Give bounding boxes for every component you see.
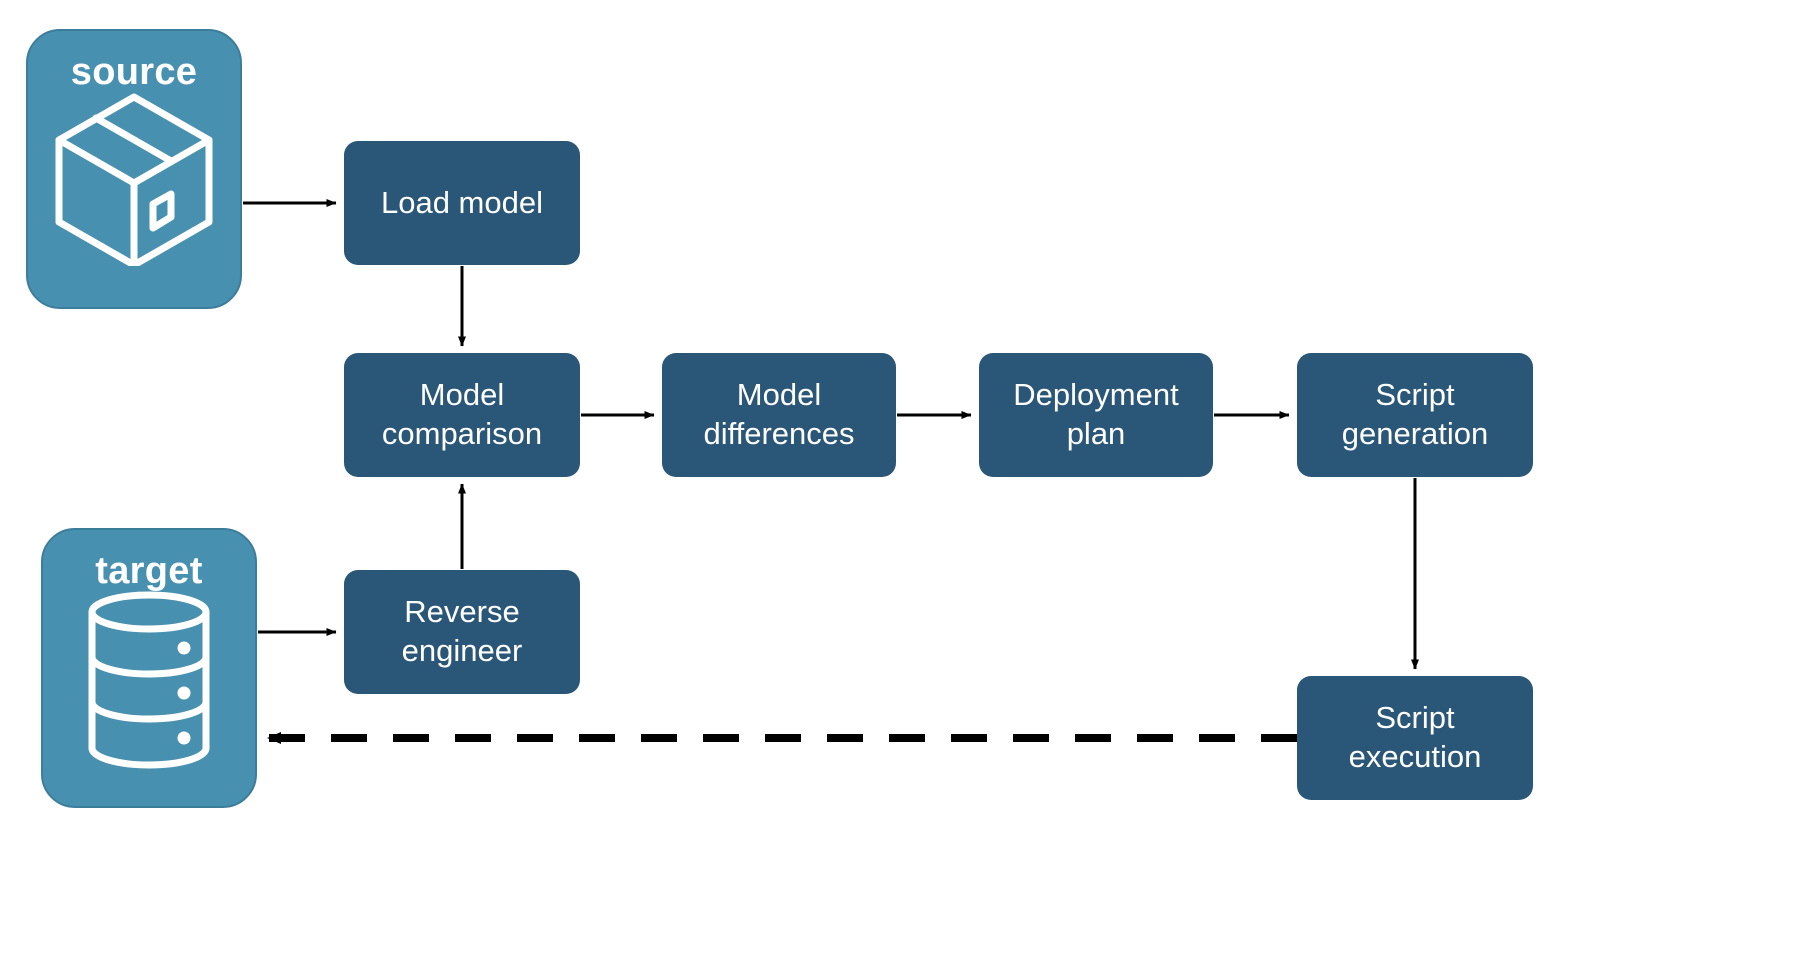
node-script-generation[interactable]: Script generation: [1297, 353, 1533, 477]
endpoint-target-label: target: [95, 550, 203, 592]
node-model-differences[interactable]: Model differences: [662, 353, 896, 477]
endpoint-source-label: source: [70, 51, 198, 93]
database-cylinder-icon: [74, 590, 224, 775]
node-reverse-engineer[interactable]: Reverse engineer: [344, 570, 580, 694]
node-model-comparison-label: Model comparison: [381, 377, 543, 451]
node-reverse-engineer-label: Reverse engineer: [401, 594, 523, 668]
node-script-execution[interactable]: Script execution: [1297, 676, 1533, 800]
node-model-differences-label: Model differences: [703, 377, 855, 451]
node-model-comparison[interactable]: Model comparison: [344, 353, 580, 477]
package-box-icon: [49, 91, 219, 271]
endpoint-target[interactable]: target: [41, 528, 257, 808]
node-load-model-label: Load model: [380, 184, 543, 220]
node-script-execution-label: Script execution: [1348, 700, 1482, 774]
node-load-model[interactable]: Load model: [344, 141, 580, 265]
node-deployment-plan[interactable]: Deployment plan: [979, 353, 1213, 477]
node-script-generation-label: Script generation: [1341, 377, 1489, 451]
node-deployment-plan-label: Deployment plan: [1013, 377, 1179, 451]
endpoint-source[interactable]: source: [26, 29, 242, 309]
